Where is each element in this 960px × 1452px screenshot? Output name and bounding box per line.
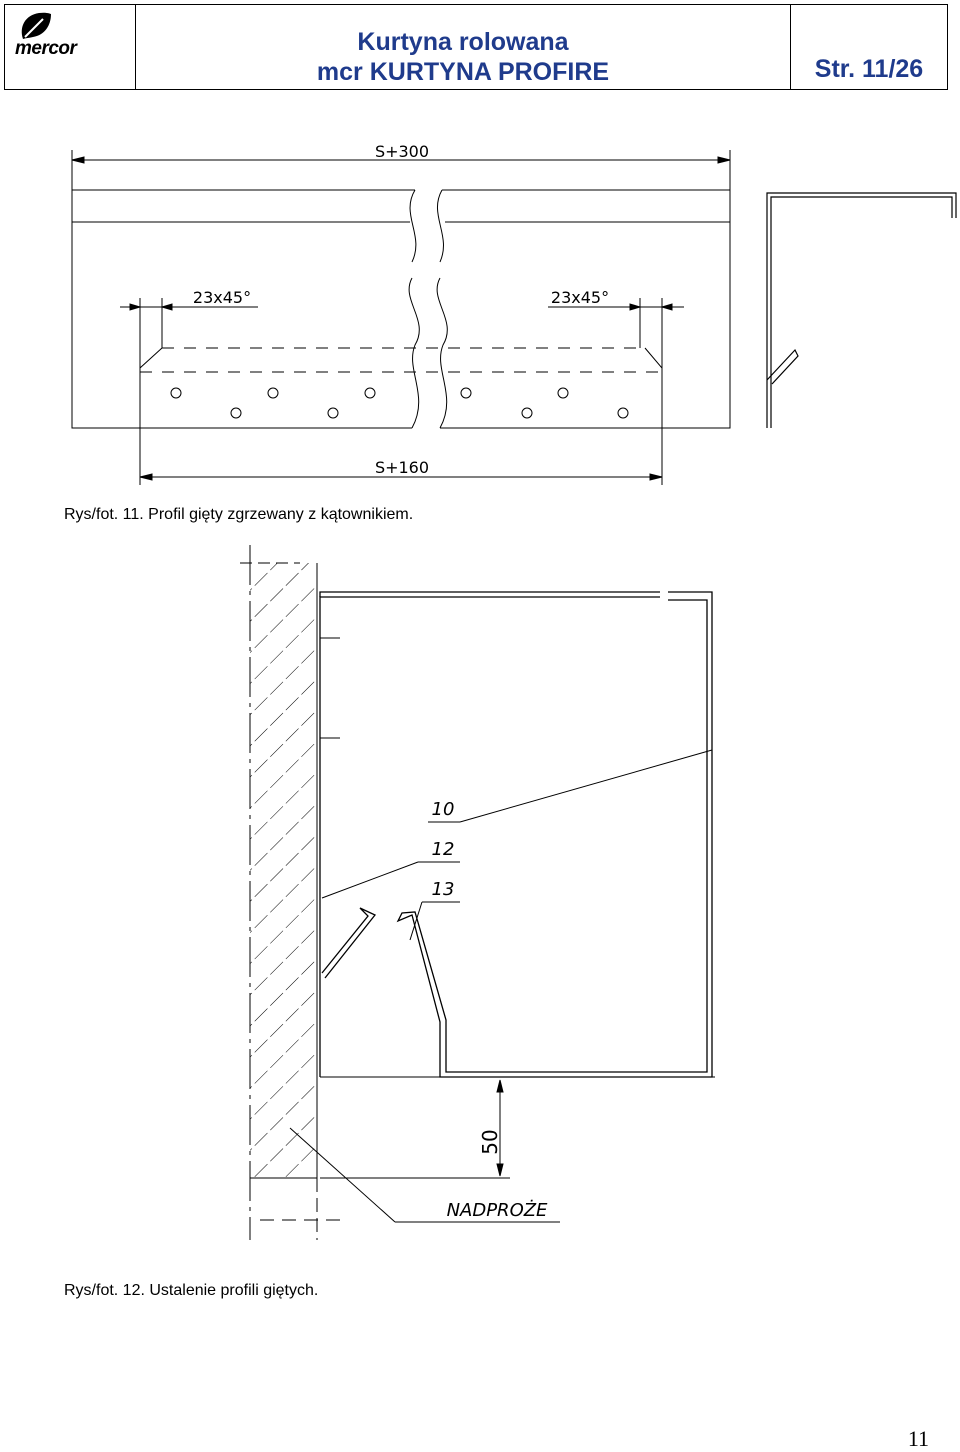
figure-1-caption: Rys/fot. 11. Profil gięty zgrzewany z ką… bbox=[64, 506, 414, 523]
document-subtitle: mcr KURTYNA PROFIRE bbox=[316, 58, 610, 86]
figure-1-drawing: S+300 23x45° 23x45° S+160 bbox=[71, 142, 957, 485]
label-13: 13 bbox=[432, 879, 455, 900]
title-cell: Kurtyna rolowana mcr KURTYNA PROFIRE bbox=[136, 5, 791, 89]
label-nadproze: NADPROŻE bbox=[447, 1200, 548, 1221]
dim-left-chamfer-label: 23x45° bbox=[193, 288, 251, 307]
dim-50-label: 50 bbox=[478, 1129, 502, 1154]
page-ref-cell: Str. 11/26 bbox=[791, 5, 947, 89]
label-10: 10 bbox=[432, 799, 455, 820]
page-number: 11 bbox=[907, 1426, 929, 1451]
logo-text: mercor bbox=[15, 38, 77, 59]
guide-profile bbox=[319, 591, 713, 1078]
document-title: Kurtyna rolowana bbox=[357, 28, 569, 56]
mounting-holes bbox=[170, 387, 629, 419]
dim-bottom-label: S+160 bbox=[375, 458, 429, 477]
logo-cell: mercor bbox=[5, 5, 136, 89]
logo-leaf-icon bbox=[21, 12, 51, 39]
dim-top-label: S+300 bbox=[375, 142, 429, 161]
page-header: mercor Kurtyna rolowana mcr KURTYNA PROF… bbox=[4, 4, 948, 90]
figure-2-caption: Rys/fot. 12. Ustalenie profili giętych. bbox=[64, 1282, 319, 1299]
profile-section bbox=[766, 192, 957, 428]
dim-right-chamfer-label: 23x45° bbox=[551, 288, 609, 307]
lintel-wall bbox=[250, 563, 317, 1178]
figure-2-drawing: 10 12 13 50 NADPROŻE bbox=[240, 545, 715, 1240]
label-12: 12 bbox=[432, 839, 455, 860]
page-reference: Str. 11/26 bbox=[814, 55, 924, 83]
